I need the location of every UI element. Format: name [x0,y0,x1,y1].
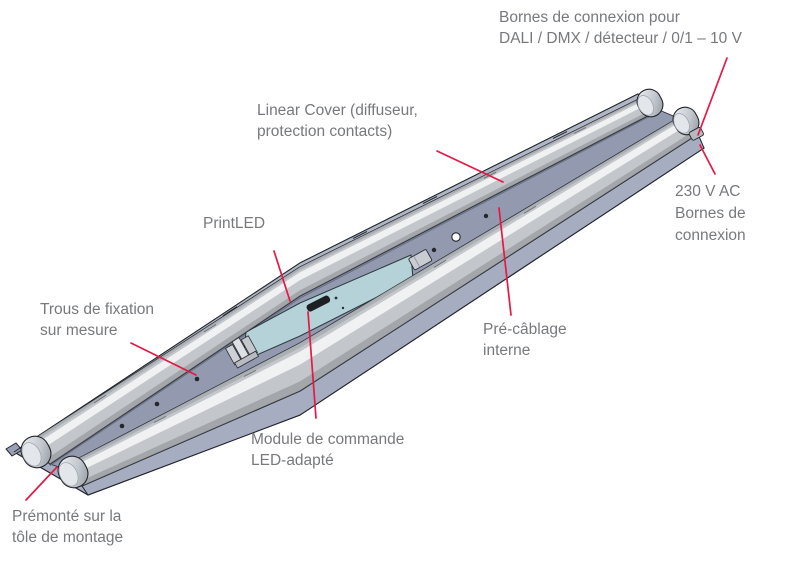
end-cap-back-far [636,88,664,118]
label-fixation-holes: Trous de fixation sur mesure [40,299,154,341]
label-premounted-plate: Prémonté sur la tôle de montage [12,506,123,548]
label-line: sur mesure [40,322,118,339]
fixation-holes [119,213,489,429]
label-linear-cover: Linear Cover (diffuseur, protection cont… [257,100,418,142]
label-printled: PrintLED [203,213,265,234]
leader-printled [273,250,291,302]
label-line: PrintLED [203,215,266,232]
label-dali-terminals: Bornes de connexion pour DALI / DMX / dé… [499,7,742,49]
leader-module [307,311,317,419]
leader-precablage [498,207,512,316]
label-line: tôle de montage [12,529,124,546]
leader-trous [130,342,197,376]
label-line: interne [483,342,531,359]
leader-linear-cover [436,150,504,183]
end-cap-back-near [20,435,52,469]
label-control-module: Module de commande LED-adapté [251,429,404,471]
channel-inner-shadow [49,110,660,466]
label-line: LED-adapté [251,452,334,469]
end-cap-front-far [672,106,700,136]
strip-dot-2 [341,306,345,310]
leader-230v [699,144,716,175]
label-line: Bornes de [675,205,746,222]
label-line: Linear Cover (diffuseur, [257,102,418,119]
label-line: Bornes de connexion pour [499,9,680,26]
label-line: DALI / DMX / détecteur / 0/1 – 10 V [499,30,742,47]
label-230v-terminals: 230 V AC Bornes de connexion [675,181,746,247]
label-line: Module de commande [251,431,405,448]
leader-premonte [25,466,58,501]
label-line: Prémonté sur la [12,508,122,525]
label-line: protection contacts) [257,123,393,140]
connector-block [224,335,260,369]
label-line: Pré-câblage [483,321,567,338]
edge-dashes [142,131,568,367]
label-line: Trous de fixation [40,301,155,318]
module-sticker [306,295,331,312]
leader-lines [25,57,728,501]
open-hole [451,232,461,242]
label-line: connexion [675,227,746,244]
strip-clip [408,249,433,271]
leader-dali [697,57,728,136]
end-cap-front-near [57,455,89,489]
label-line: 230 V AC [675,183,741,200]
strip-dot-1 [334,296,338,300]
label-internal-prewiring: Pré-câblage interne [483,319,567,361]
